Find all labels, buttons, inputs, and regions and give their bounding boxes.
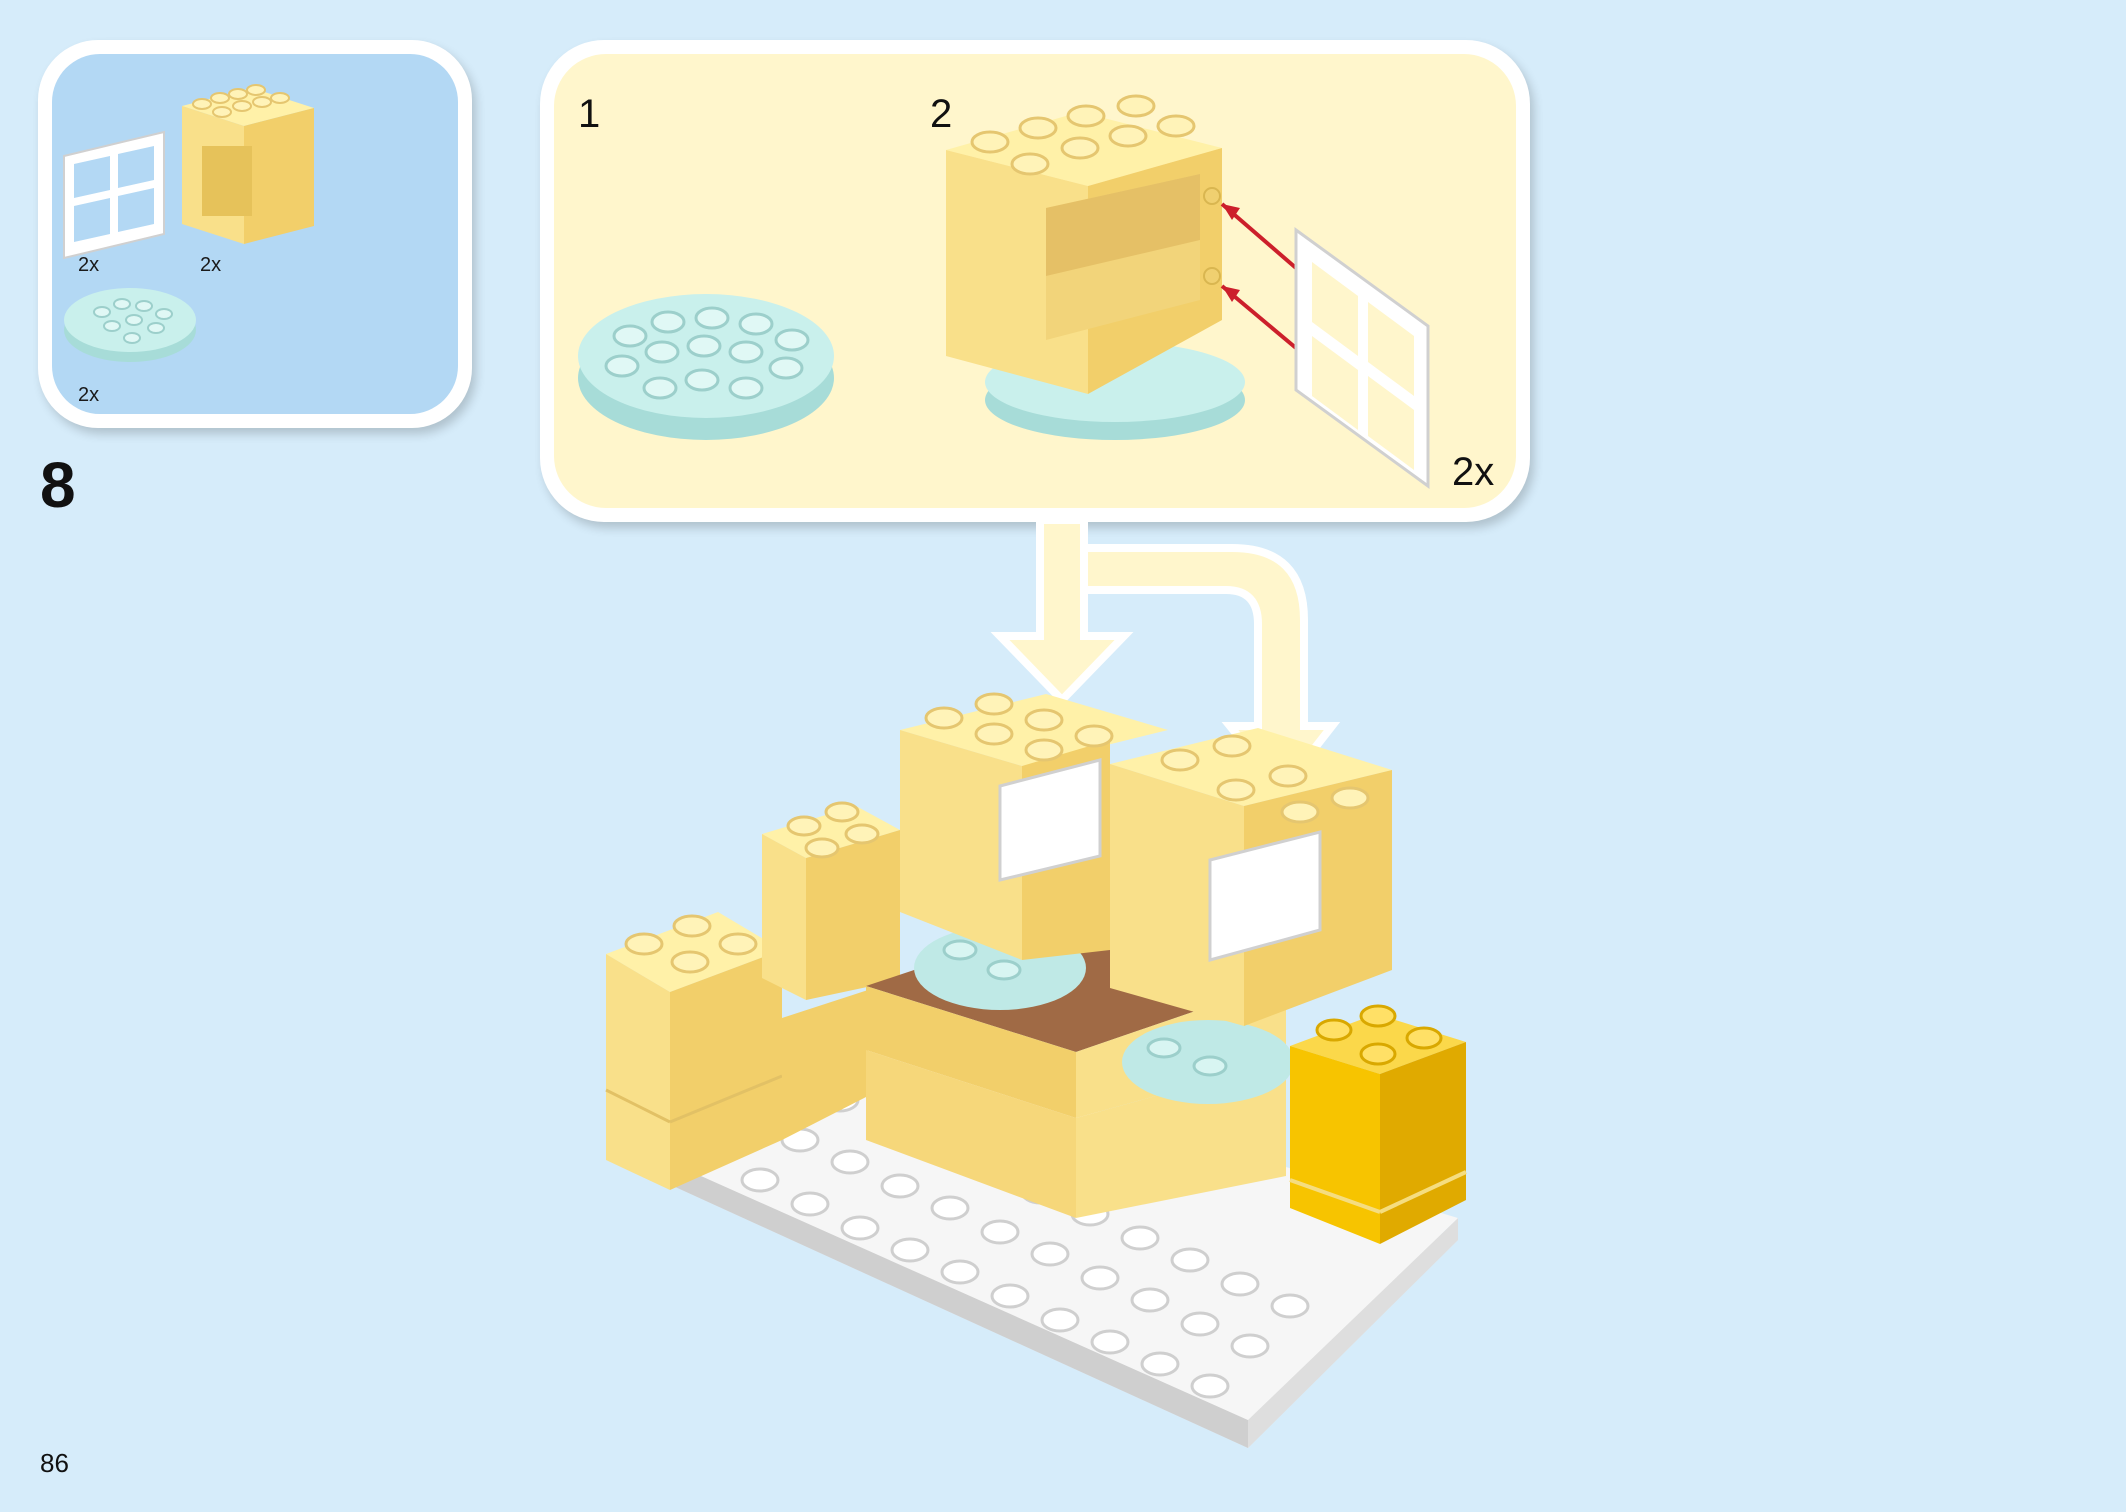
substep-2-label: 2	[930, 92, 953, 136]
yellow-brick-qty: 2x	[200, 254, 222, 276]
round-plate-part-icon	[64, 288, 196, 362]
window-frame-qty-callout: 2x	[1452, 450, 1495, 494]
substep-1-label: 1	[578, 92, 601, 136]
page-number: 86	[40, 1448, 69, 1478]
parts-list-inner: 2x 2x 2x	[52, 54, 458, 414]
step-number: 8	[40, 449, 76, 521]
yellow-window-brick-part-icon	[182, 84, 314, 244]
parts-list-panel: 2x 2x 2x	[38, 40, 472, 428]
round-plate-qty: 2x	[78, 384, 100, 406]
window-frame-qty: 2x	[78, 254, 100, 276]
window-frame-part-icon	[63, 130, 165, 260]
